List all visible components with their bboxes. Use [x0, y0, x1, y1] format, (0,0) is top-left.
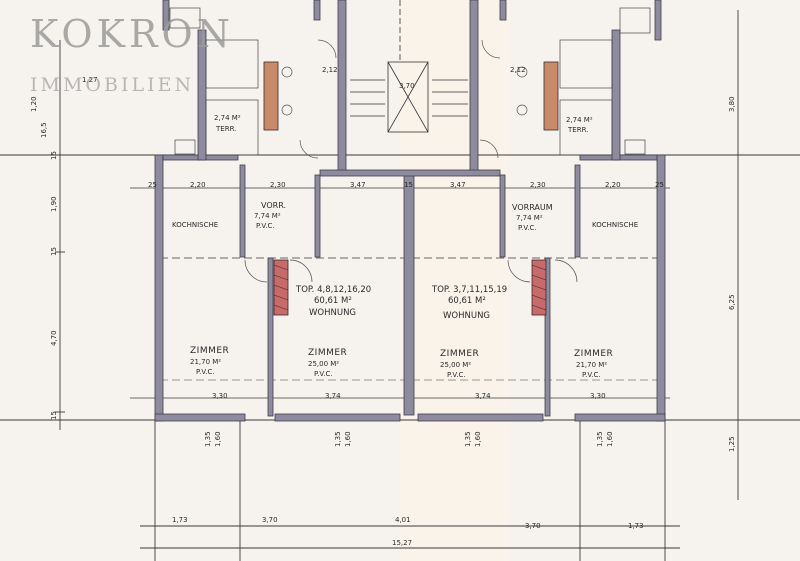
- room-zimmer-1-floor: P.V.C.: [196, 368, 215, 376]
- left-side-dimensions: 1,20 16,5 15 1,90 15 4,70 15: [30, 96, 58, 420]
- dim-left-5: 4,70: [50, 330, 58, 346]
- dim-right-0: 3,80: [728, 96, 736, 112]
- dim-opening-7: 1,60: [606, 431, 614, 447]
- dim-top-0: 25: [148, 181, 157, 189]
- room-zimmer-4-area: 21,70 M²: [576, 361, 607, 369]
- dim-right-2: 1,25: [728, 436, 736, 452]
- unit-right-top-label: TOP. 3,7,11,15,19: [431, 285, 507, 295]
- dim-chain-4: 1,73: [628, 522, 644, 530]
- unit-right-type: WOHNUNG: [443, 311, 490, 321]
- dim-stair-3: 2,12: [510, 66, 526, 74]
- room-zimmer-2-floor: P.V.C.: [314, 370, 333, 378]
- terrace-right-area: 2,74 M²: [566, 116, 593, 124]
- terrace-left-area: 2,74 M²: [214, 114, 241, 122]
- dim-opening-6: 1,35: [596, 431, 604, 447]
- room-zimmer-3-area: 25,00 M²: [440, 361, 471, 369]
- dim-chain-1: 3,70: [262, 516, 278, 524]
- dim-left-3: 1,90: [50, 196, 58, 212]
- room-right-vorraum-area: 7,74 M²: [516, 214, 543, 222]
- unit-left-top-label: TOP. 4,8,12,16,20: [295, 285, 371, 295]
- dim-left-1: 16,5: [40, 122, 48, 138]
- dim-left-6: 15: [50, 411, 58, 420]
- dim-top-5: 3,47: [450, 181, 466, 189]
- dim-opening-0: 1,35: [204, 431, 212, 447]
- unit-left-area: 60,61 M²: [314, 296, 352, 306]
- room-zimmer-2-area: 25,00 M²: [308, 360, 339, 368]
- room-right-kochnische-label: KOCHNISCHE: [592, 221, 638, 229]
- walls: [154, 0, 666, 422]
- unit-right-area: 60,61 M²: [448, 296, 486, 306]
- dim-stair-0: 3,70: [399, 82, 415, 90]
- room-zimmer-2-label: ZIMMER: [308, 348, 347, 358]
- dim-opening-4: 1,35: [464, 431, 472, 447]
- dim-total: 15,27: [392, 539, 412, 547]
- dim-top-6: 2,30: [530, 181, 546, 189]
- dimension-lines: [0, 10, 800, 561]
- right-side-dimensions: 3,80 6,25 1,25: [728, 96, 736, 452]
- opening-dimensions: 1,35 1,60 1,35 1,60 1,35 1,60 1,35 1,60: [204, 431, 614, 447]
- dim-opening-2: 1,35: [334, 431, 342, 447]
- dim-bottom-1: 3,74: [325, 392, 341, 400]
- stair-dimensions: 3,70 1,27 2,12 2,12: [82, 66, 526, 90]
- dim-bottom-0: 3,30: [212, 392, 228, 400]
- dim-top-7: 2,20: [605, 181, 621, 189]
- terraces: [169, 7, 651, 156]
- dim-chain-2: 4,01: [395, 516, 411, 524]
- dim-top-1: 2,20: [190, 181, 206, 189]
- stair-core: [350, 0, 468, 133]
- dim-opening-5: 1,60: [474, 431, 482, 447]
- dim-stair-1: 1,27: [82, 76, 98, 84]
- room-left-vorraum-label: VORR.: [261, 201, 286, 210]
- door-swings: [244, 39, 578, 283]
- room-zimmer-1-area: 21,70 M²: [190, 358, 221, 366]
- dim-top-8: 25: [655, 181, 664, 189]
- dim-bottom-3: 3,30: [590, 392, 606, 400]
- dim-top-3: 3,47: [350, 181, 366, 189]
- dim-left-4: 15: [50, 247, 58, 256]
- dim-top-4: 15: [404, 181, 413, 189]
- dim-right-1: 6,25: [728, 294, 736, 310]
- dimension-labels: 25 2,20 2,30 3,47 15 3,47 2,30 2,20 25 3…: [30, 66, 736, 547]
- terrace-right-label: TERR.: [567, 126, 588, 134]
- room-left-vorraum-area: 7,74 M²: [254, 212, 281, 220]
- room-left-kochnische-label: KOCHNISCHE: [172, 221, 218, 229]
- room-zimmer-4-label: ZIMMER: [574, 349, 613, 359]
- room-right-vorraum-floor: P.V.C.: [518, 224, 537, 232]
- dim-chain-0: 1,73: [172, 516, 188, 524]
- terrace-left-label: TERR.: [215, 125, 236, 133]
- unit-left-type: WOHNUNG: [309, 308, 356, 318]
- room-zimmer-3-label: ZIMMER: [440, 349, 479, 359]
- room-labels: VORR. 7,74 M² P.V.C. VORRAUM 7,74 M² P.V…: [172, 114, 638, 379]
- dim-bottom-2: 3,74: [475, 392, 491, 400]
- dim-opening-1: 1,60: [214, 431, 222, 447]
- room-right-vorraum-label: VORRAUM: [512, 203, 553, 212]
- room-zimmer-4-floor: P.V.C.: [582, 371, 601, 379]
- dim-left-0: 1,20: [30, 96, 38, 112]
- room-zimmer-3-floor: P.V.C.: [447, 371, 466, 379]
- room-left-vorraum-floor: P.V.C.: [256, 222, 275, 230]
- dim-left-2: 15: [50, 151, 58, 160]
- dim-opening-3: 1,60: [344, 431, 352, 447]
- dim-top-2: 2,30: [270, 181, 286, 189]
- dim-chain-3: 3,70: [525, 522, 541, 530]
- dim-stair-2: 2,12: [322, 66, 338, 74]
- room-zimmer-1-label: ZIMMER: [190, 346, 229, 356]
